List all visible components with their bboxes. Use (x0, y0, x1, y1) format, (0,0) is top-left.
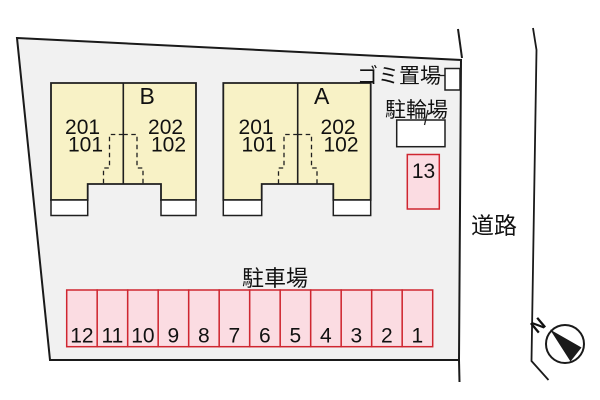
parking-space (126, 289, 159, 348)
building-a-label: A (314, 83, 330, 109)
building-a: A 201 101 202 102 (222, 82, 372, 217)
parking-space-number: 10 (131, 325, 154, 348)
parking-space (218, 289, 251, 348)
parking-space-number: 6 (259, 325, 271, 348)
trash-box (444, 67, 461, 91)
building-a-entry-dashed-left (277, 133, 298, 184)
parking-space-13-box (406, 153, 441, 210)
parking-space (187, 289, 220, 348)
parking-lot: 駐車場 12 11 10 9 8 7 6 5 4 3 2 1 (65, 266, 434, 348)
building-a-porch-left (222, 199, 263, 217)
parking-space-number: 11 (101, 325, 123, 348)
parking-space-13-number: 13 (412, 160, 435, 183)
parking-space-number: 7 (229, 325, 241, 348)
parking-space (401, 289, 434, 348)
building-b-unit1-numbers: 201 101 (65, 116, 106, 157)
north-arrow-icon (550, 329, 582, 362)
building-b-porch-left (50, 199, 89, 217)
road-label: 道路 (471, 213, 517, 239)
north-label: N (527, 314, 550, 338)
parking-space-number: 4 (320, 325, 332, 348)
parking-space (279, 289, 312, 348)
boundary-extension-top (457, 28, 463, 59)
parking-space-number: 8 (198, 325, 210, 348)
building-a-entry-dashed-right (297, 133, 318, 184)
parking-space-number: 9 (168, 325, 180, 348)
north-compass: N (527, 314, 585, 364)
building-b-entry-dashed-left (102, 133, 124, 184)
building-b-label: B (140, 83, 155, 109)
parking-space-number: 12 (70, 325, 93, 348)
parking-space (309, 289, 342, 348)
boundary-extension-bottom (458, 359, 461, 383)
bicycle-parking: 駐輪場 (385, 99, 448, 148)
trash-area: ゴミ置場 (357, 65, 461, 91)
road-edge-line (530, 27, 550, 381)
bicycle-label: 駐輪場 (385, 99, 448, 122)
building-a-porch-right (332, 199, 372, 217)
building-a-unit1-numbers: 201 101 (239, 116, 280, 157)
building-a-unit2-numbers: 202 102 (321, 116, 362, 157)
trash-label: ゴミ置場 (357, 65, 441, 88)
parking-space-number: 3 (351, 325, 363, 348)
building-b-unit2-numbers: 202 102 (148, 116, 189, 157)
parking-space (340, 289, 373, 348)
building-b-entry-dashed-right (123, 133, 144, 184)
parking-space-number: 2 (381, 325, 393, 348)
parking-space-number: 5 (290, 325, 302, 348)
parking-lot-label: 駐車場 (242, 266, 308, 291)
bicycle-box (395, 119, 446, 148)
building-b: B 201 101 202 102 (50, 82, 197, 217)
parking-space-13: 13 (406, 153, 441, 210)
bicycle-pointer-line (423, 109, 429, 126)
parking-space (248, 289, 281, 348)
parking-space-number: 1 (412, 325, 424, 348)
parking-space (157, 289, 190, 348)
building-b-porch-right (160, 199, 197, 217)
